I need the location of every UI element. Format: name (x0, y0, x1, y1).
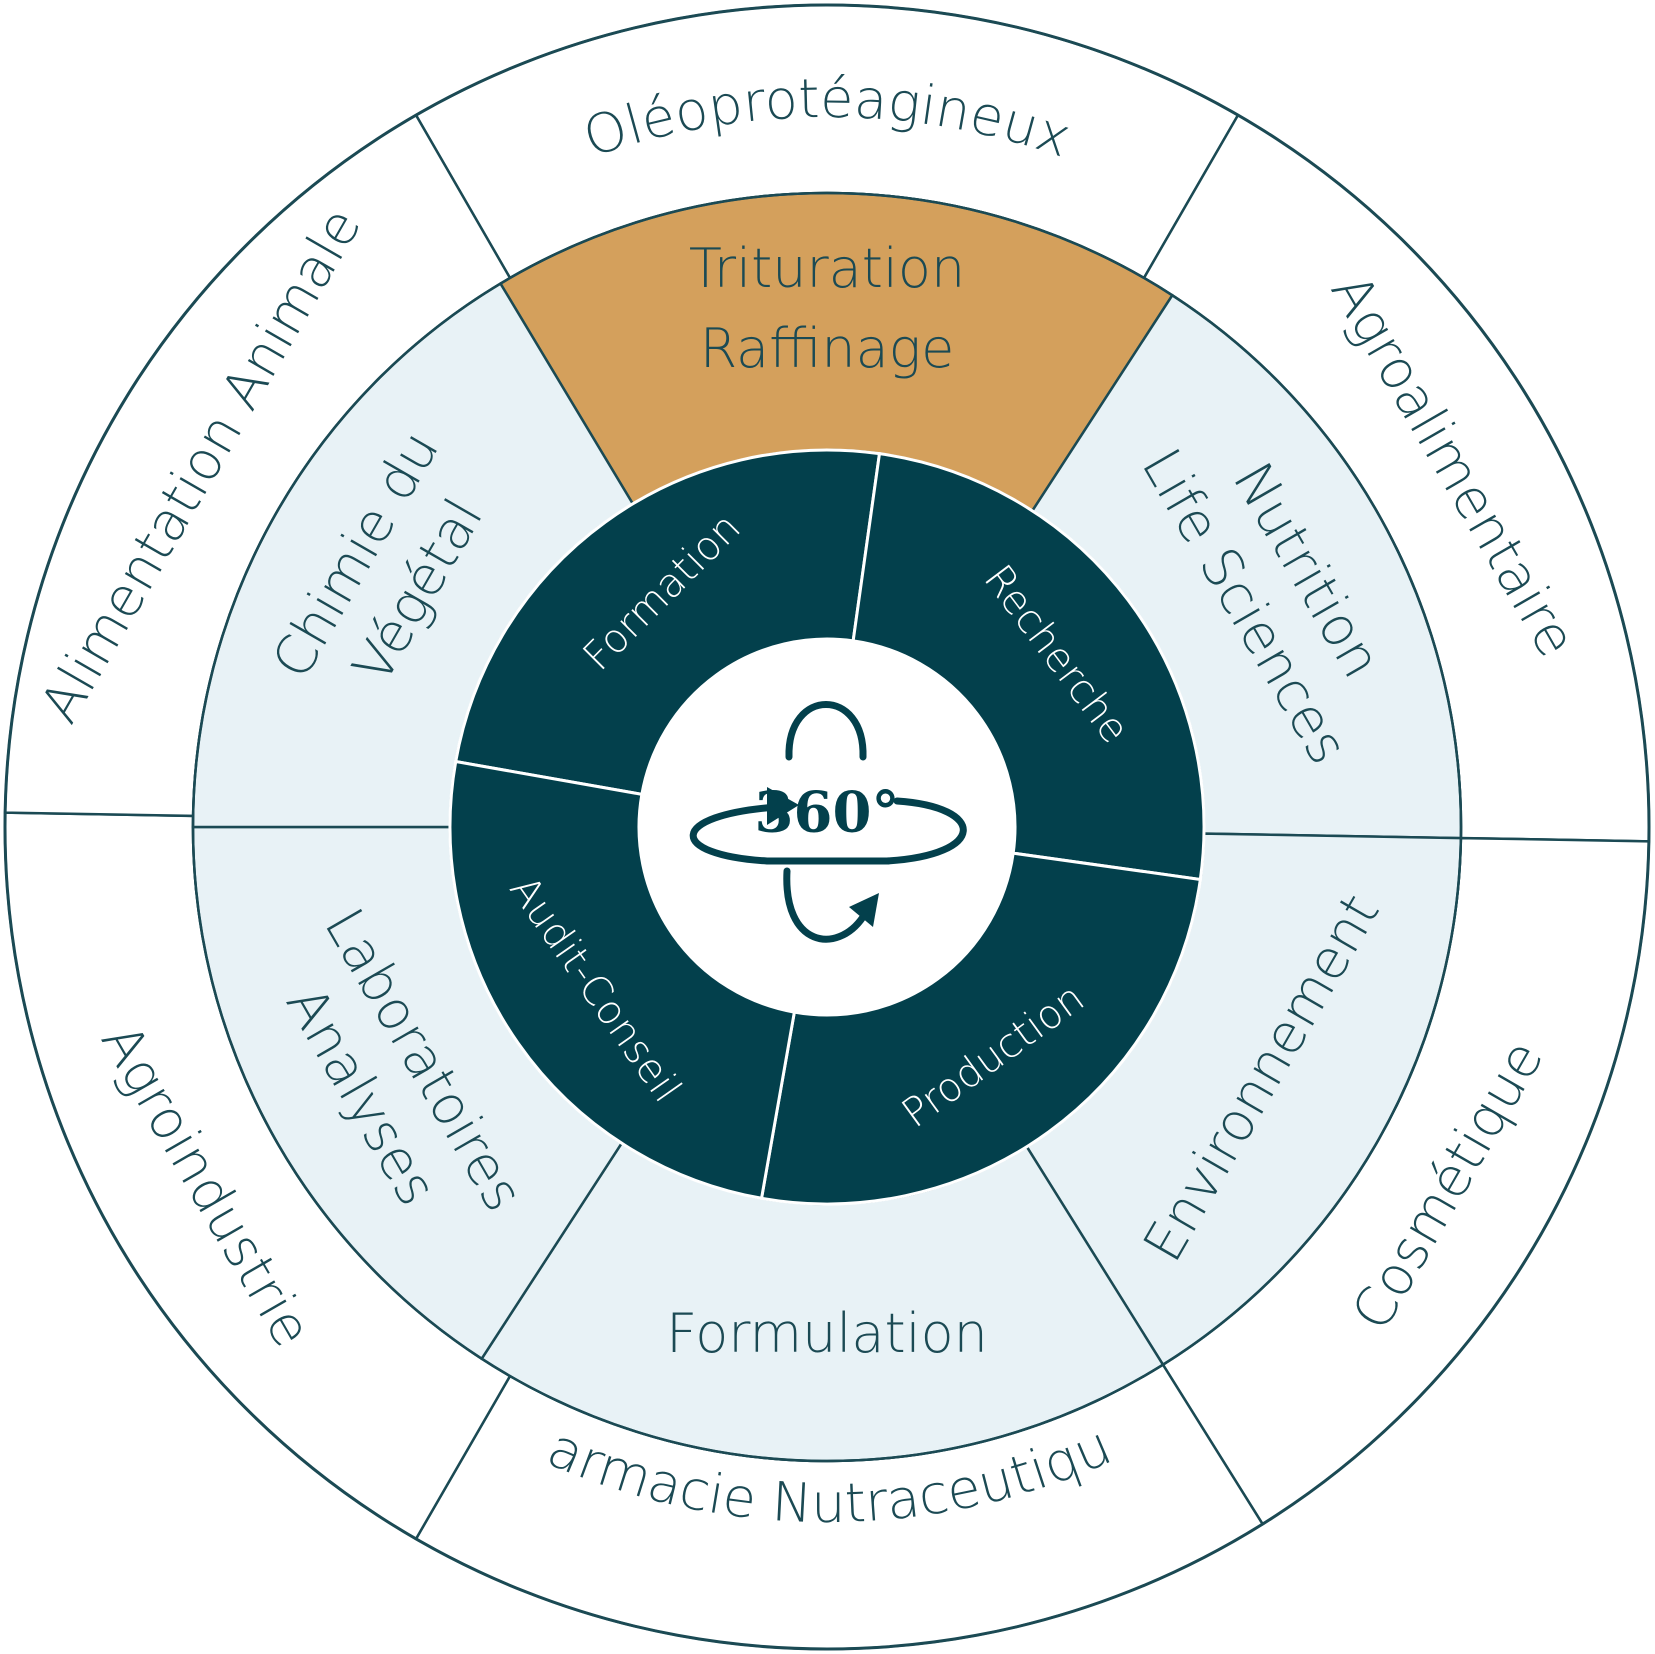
rotation-arrows-icon (689, 701, 967, 943)
center-label: 360° (755, 780, 900, 846)
label-formulation: Formulation (666, 1302, 988, 1365)
middle-border (191, 191, 1463, 1463)
outer-border (3, 3, 1651, 1651)
middle-ring (191, 191, 1463, 1463)
inner-ring (448, 448, 1206, 1206)
center-hub: 360° (639, 639, 1015, 1015)
outer-ring-dividers (3, 3, 1651, 1651)
center-circle (639, 639, 1015, 1015)
